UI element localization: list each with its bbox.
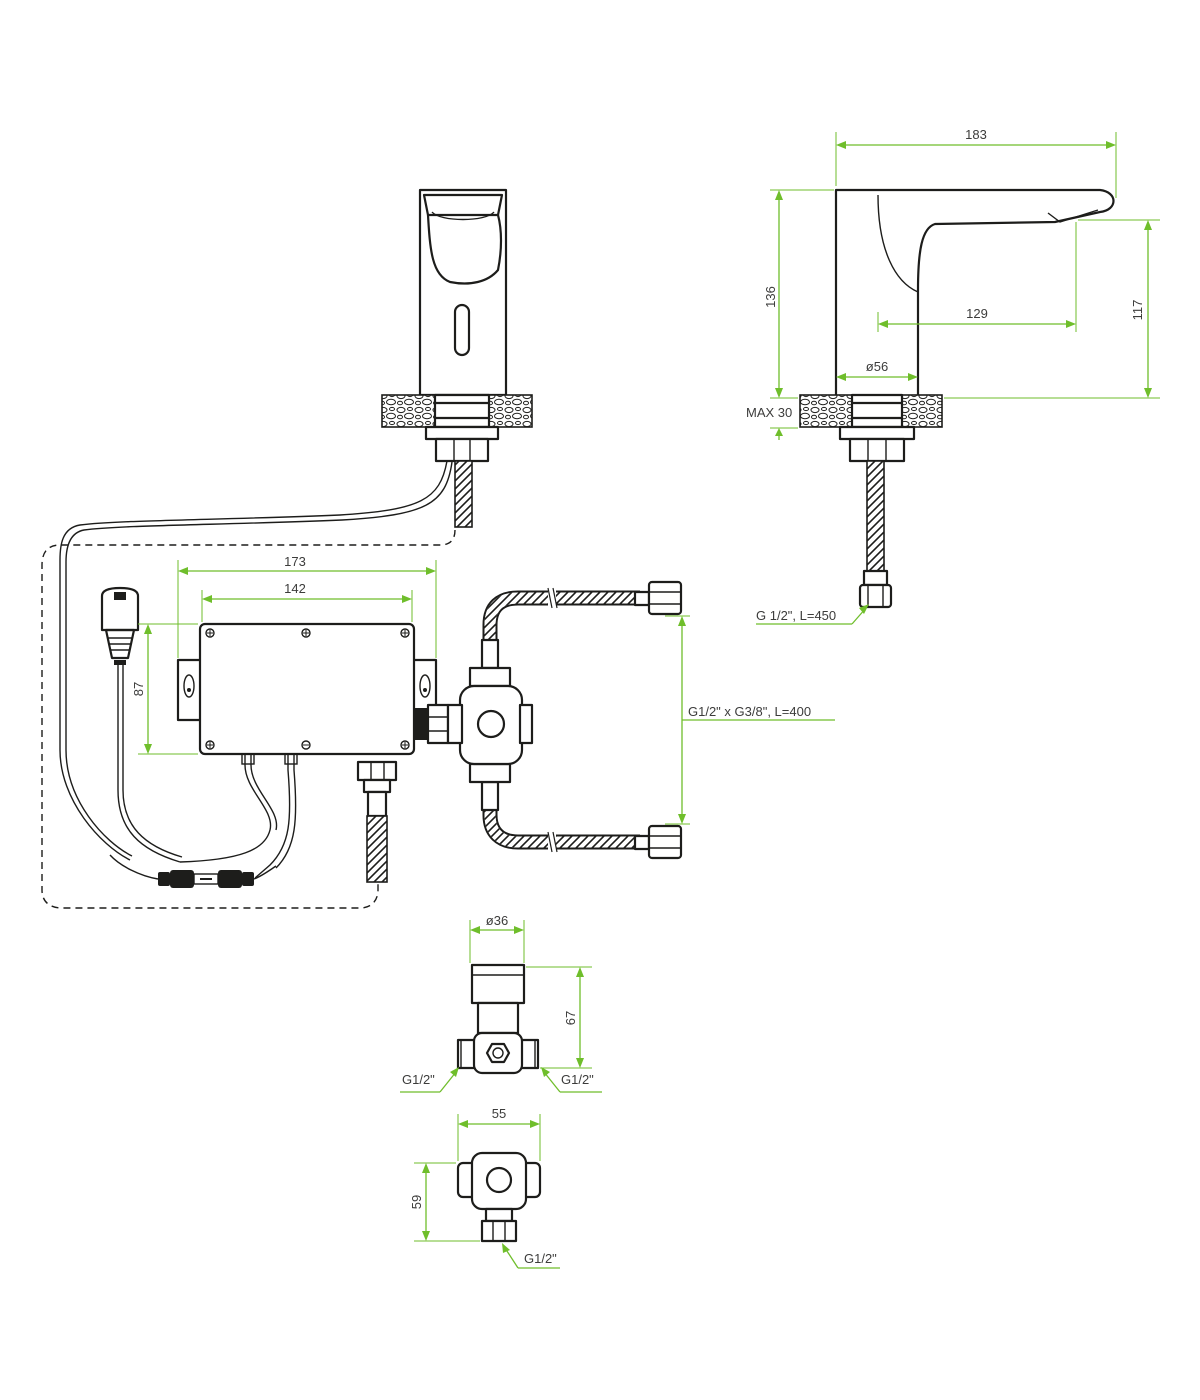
dim-box-height: 87 bbox=[131, 682, 146, 696]
dim-max-deck: MAX 30 bbox=[746, 405, 792, 420]
dim-valve-width: 55 bbox=[492, 1106, 506, 1121]
dim-supply-hose: G 1/2", L=450 bbox=[756, 608, 836, 623]
dim-outlet-reach: 129 bbox=[966, 306, 988, 321]
dim-box-outer-width: 173 bbox=[284, 554, 306, 569]
valve-detail-top bbox=[456, 1151, 542, 1243]
valve-hose-assembly bbox=[446, 580, 683, 860]
valve-front-dimensions: ø36 67 G1/2" G1/2" bbox=[400, 913, 602, 1093]
dim-box-inner-width: 142 bbox=[284, 581, 306, 596]
control-box-dimensions: 173 142 87 bbox=[131, 554, 437, 755]
dim-outlet-height: 117 bbox=[1130, 300, 1145, 321]
control-box bbox=[176, 622, 450, 883]
dim-valve-height: 67 bbox=[563, 1011, 578, 1025]
dim-body-height: 136 bbox=[763, 286, 778, 308]
power-plug bbox=[100, 586, 183, 863]
dim-valve-diameter: ø36 bbox=[486, 913, 508, 928]
dim-valve-port-right: G1/2" bbox=[561, 1072, 594, 1087]
inline-connector bbox=[109, 854, 277, 888]
dim-body-diameter: ø56 bbox=[866, 359, 888, 374]
dim-valve-port-left: G1/2" bbox=[402, 1072, 435, 1087]
valve-top-dimensions: 55 59 G1/2" bbox=[409, 1106, 560, 1269]
side-view-dimensions: 183 136 MAX 30 117 129 ø56 bbox=[746, 127, 1160, 625]
dim-spout-length: 183 bbox=[965, 127, 987, 142]
cable-routing-outline bbox=[41, 529, 456, 909]
faucet-front-view bbox=[59, 188, 533, 861]
hose-dimension: G1/2" x G3/8", L=400 bbox=[665, 615, 835, 825]
dim-valve-depth: 59 bbox=[409, 1195, 424, 1209]
faucet-side-view bbox=[799, 188, 1115, 609]
valve-detail-front bbox=[456, 963, 540, 1075]
dim-connection-hoses: G1/2" x G3/8", L=400 bbox=[688, 704, 811, 719]
dim-valve-bottom-port: G1/2" bbox=[524, 1251, 557, 1266]
